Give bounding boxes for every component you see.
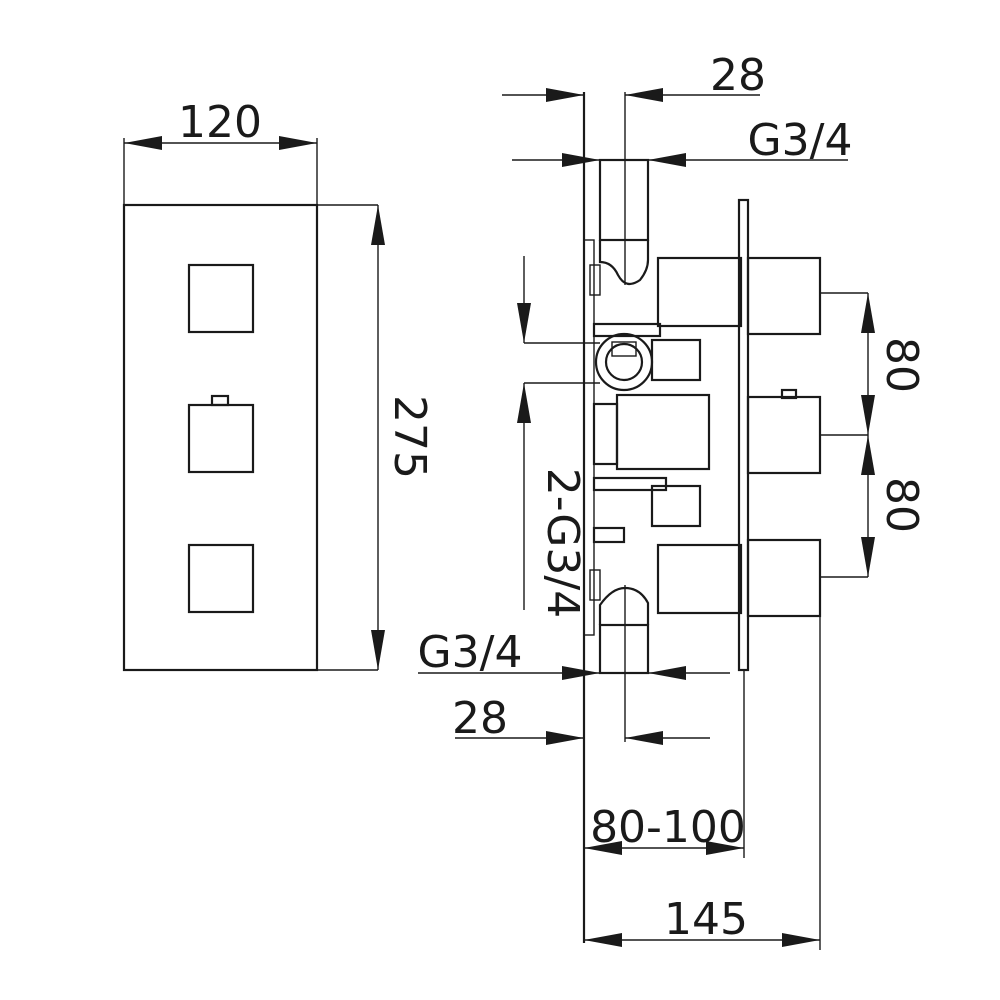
middle-knob-indicator [210, 394, 230, 407]
width-label: 120 [178, 97, 262, 148]
overall-depth-arrow-right [782, 933, 820, 947]
side-thread-label: 2-G3/4 [537, 468, 588, 618]
bottom-thread-arrow-right [648, 666, 686, 680]
top-pitch-label: 28 [710, 50, 766, 101]
lower-bracket [592, 476, 668, 492]
middle-handle-indicator [780, 388, 798, 400]
middle-cartridge-back [592, 402, 619, 466]
outlet-thread-arrow-top [517, 303, 531, 343]
side-view: 2-G3/4 28 G3/4 80 80 G3/4 [418, 50, 927, 950]
top-handle [746, 256, 822, 336]
outlet-thread-arrow-bottom [517, 383, 531, 423]
bottom-pitch-label: 28 [452, 693, 508, 744]
front-view: 120 275 [122, 97, 435, 672]
bottom-thread-arrow-left [562, 666, 600, 680]
top-control-knob [187, 263, 255, 334]
top-pitch-arrow-left [546, 88, 584, 102]
top-inlet-pipe [598, 158, 650, 242]
top-inlet-elbow [598, 240, 650, 286]
middle-cartridge-body [615, 393, 711, 471]
bottom-handle [746, 538, 822, 618]
width-arrow-left [124, 136, 162, 150]
wall-depth-arrow-right [706, 841, 744, 855]
width-arrow-right [279, 136, 317, 150]
upper-outlet-stub [650, 338, 702, 382]
bottom-inlet-elbow [598, 586, 650, 625]
spacing-upper-arrow-top [861, 293, 875, 333]
lower-outlet-stub [650, 484, 702, 528]
top-fitting-nut [589, 264, 601, 296]
faceplate-outline [122, 203, 319, 672]
top-thread-arrow-left [562, 153, 600, 167]
height-label: 275 [384, 395, 435, 479]
spacing-upper-label: 80 [876, 337, 927, 393]
spacing-lower-arrow-bottom [861, 537, 875, 577]
wall-depth-arrow-left [584, 841, 622, 855]
overall-depth-arrow-left [584, 933, 622, 947]
bottom-thread-label: G3/4 [418, 627, 523, 678]
spacing-upper-arrow-bottom [861, 395, 875, 435]
top-cartridge-body [656, 256, 743, 328]
wall-depth-label: 80-100 [590, 802, 746, 853]
bottom-pitch-arrow-left [546, 731, 584, 745]
height-arrow-top [371, 205, 385, 245]
diverter-port-key [611, 341, 637, 357]
diverter-port-inner [604, 342, 644, 382]
bottom-inlet-pipe [598, 623, 650, 675]
bottom-fitting-nut [589, 569, 601, 601]
top-thread-arrow-right [648, 153, 686, 167]
overall-depth-label: 145 [664, 894, 748, 945]
diverter-top-bracket [592, 322, 662, 338]
middle-handle [746, 395, 822, 475]
bottom-control-knob [187, 543, 255, 614]
bottom-cartridge-body [656, 543, 743, 615]
middle-control-knob [187, 403, 255, 474]
lower-connector [592, 526, 626, 544]
spacing-lower-label: 80 [876, 477, 927, 533]
top-thread-label: G3/4 [748, 115, 853, 166]
height-arrow-bottom [371, 630, 385, 670]
bottom-pitch-arrow-right [625, 731, 663, 745]
spacing-lower-arrow-top [861, 435, 875, 475]
top-pitch-arrow-right [625, 88, 663, 102]
